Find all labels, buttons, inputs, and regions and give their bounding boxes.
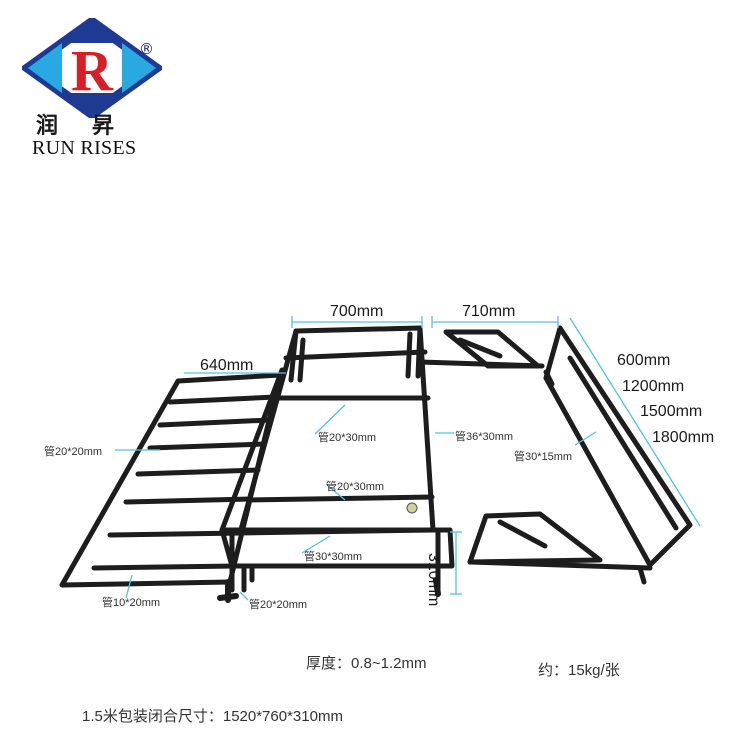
tube-label-foot: 管20*20mm <box>249 599 308 611</box>
dimension-width-right: 710mm <box>462 303 516 320</box>
dimension-length-2: 1200mm <box>622 378 685 395</box>
tube-label-side: 管36*30mm <box>455 431 514 443</box>
tube-label-mid-top: 管20*30mm <box>318 432 377 444</box>
brand-name-en: RUN RISES <box>32 137 137 159</box>
tube-label-right-rail: 管30*15mm <box>514 451 573 463</box>
left-foldout-frame <box>59 372 283 588</box>
support-feet <box>217 577 441 603</box>
dimension-lines <box>115 316 701 601</box>
tube-label-left-bottom: 管10*20mm <box>102 597 161 609</box>
middle-frame <box>219 325 455 595</box>
registered-mark: ® <box>139 40 154 58</box>
brand-name-cn-1: 润 <box>36 113 59 139</box>
brand-name-cn-2: 昇 <box>92 113 115 139</box>
dimension-width-mid: 700mm <box>330 303 384 320</box>
dimension-width-left: 640mm <box>200 357 254 374</box>
dimension-height: 310mm <box>425 553 442 607</box>
spec-package-size: 1.5米包装闭合尺寸：1520*760*310mm <box>82 708 343 725</box>
tube-label-mid-center: 管20*30mm <box>326 481 385 493</box>
dimension-length-4: 1800mm <box>652 429 715 446</box>
dimension-length-3: 1500mm <box>640 403 703 420</box>
brand-logo: R ® <box>22 18 162 163</box>
spec-weight: 约：15kg/张 <box>538 662 620 679</box>
dimension-length-1: 600mm <box>617 352 671 369</box>
spec-thickness: 厚度：0.8~1.2mm <box>306 655 427 672</box>
logo-letter: R <box>71 38 114 103</box>
tube-label-left-frame: 管20*20mm <box>44 446 103 458</box>
right-section <box>417 325 693 585</box>
tube-label-bottom: 管30*30mm <box>304 551 363 563</box>
logo-diamond-icon: R <box>22 18 162 118</box>
